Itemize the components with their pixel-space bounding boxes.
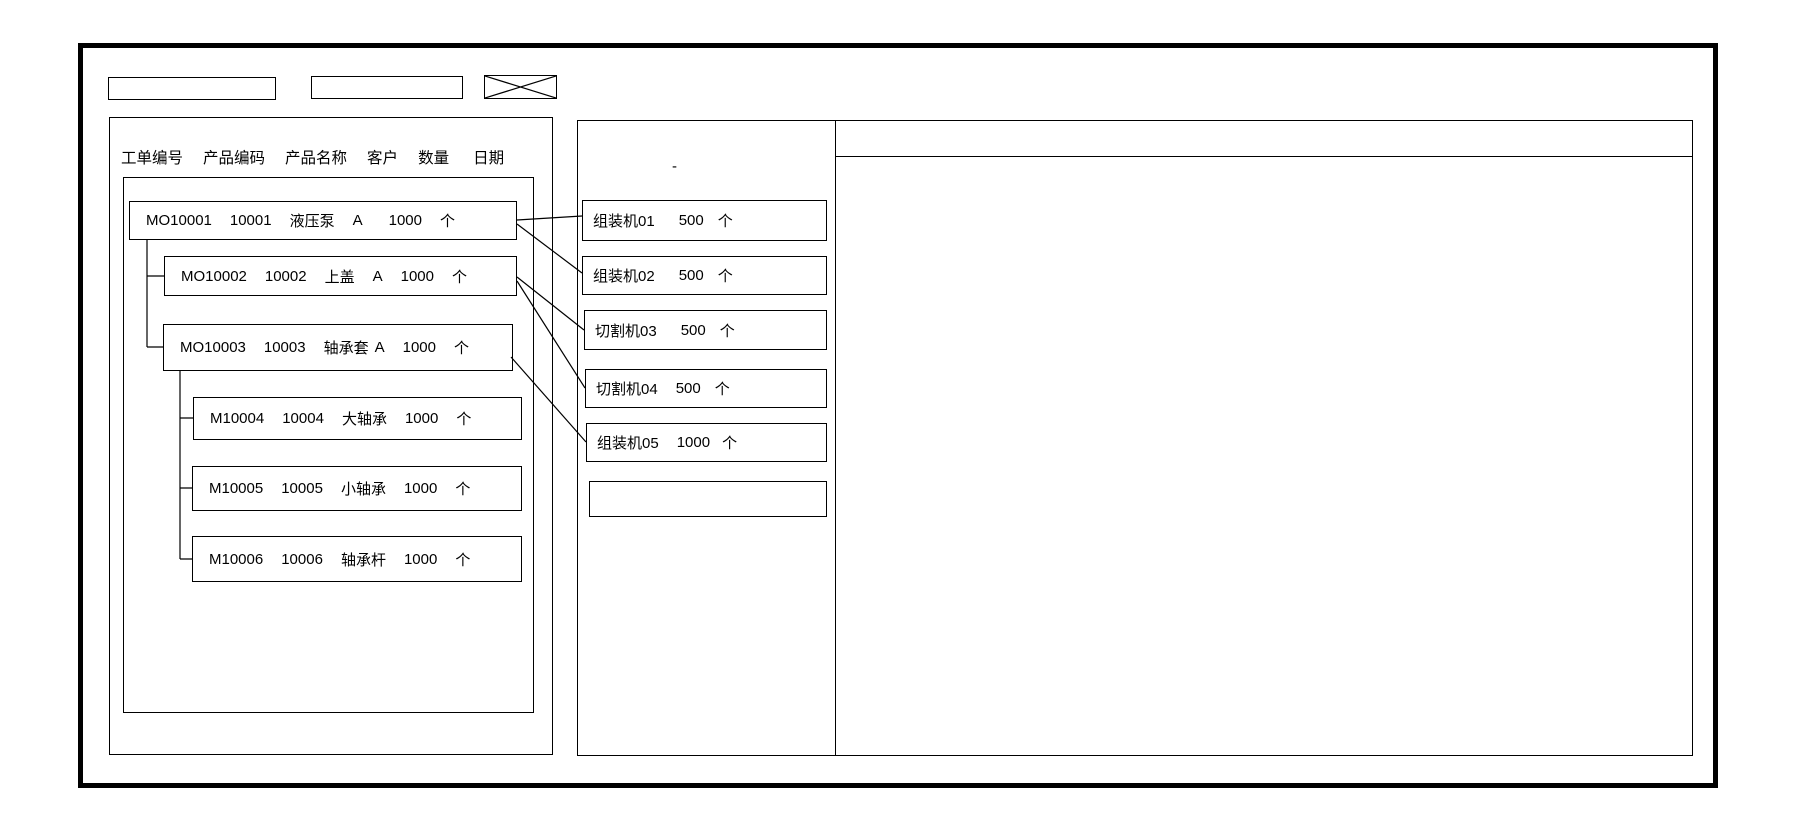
- order-node-m10004[interactable]: M10004 10004 大轴承 1000 个: [193, 397, 522, 440]
- machine-qty: 500: [680, 321, 706, 339]
- qty: 1000: [404, 410, 439, 427]
- machine-qty: 500: [675, 380, 701, 397]
- machine-unit: 个: [719, 322, 735, 340]
- machine-name: 切割机03: [595, 322, 657, 340]
- product-name: 上盖: [324, 268, 355, 286]
- order-node-mo10001[interactable]: MO10001 10001 液压泵 A 1000 个: [129, 201, 517, 240]
- unit: 个: [455, 551, 471, 569]
- product-name: 小轴承: [340, 481, 386, 498]
- col-header-customer: 客户: [367, 150, 399, 167]
- order-node-mo10003[interactable]: MO10003 10003 轴承套 A 1000 个: [163, 324, 513, 371]
- column-header-row: 工单编号 产品编码 产品名称 客户 数量 日期: [121, 146, 504, 168]
- order-node-m10006[interactable]: M10006 10006 轴承杆 1000 个: [192, 536, 522, 582]
- product-code: 10003: [263, 339, 306, 356]
- order-no: MO10002: [181, 267, 247, 285]
- col-header-date: 日期: [473, 150, 505, 167]
- machine-unit: 个: [722, 435, 738, 452]
- product-code: 10002: [264, 267, 307, 285]
- product-code: 10001: [229, 212, 272, 229]
- qty: 1000: [402, 339, 436, 356]
- machine-name: 组装机01: [593, 213, 655, 230]
- order-no: MO10001: [146, 212, 212, 229]
- order-no: M10006: [209, 550, 264, 568]
- machine-name: 组装机05: [597, 435, 659, 452]
- unit: 个: [454, 340, 470, 357]
- qty: 1000: [403, 550, 438, 568]
- machine-unit: 个: [717, 268, 733, 285]
- product-name: 轴承套: [323, 340, 369, 357]
- machine-name: 切割机04: [596, 381, 658, 398]
- toolbar-field-2[interactable]: [311, 76, 463, 99]
- customer: A: [352, 212, 363, 229]
- qty: 1000: [400, 267, 434, 285]
- machine-qty: 500: [678, 267, 704, 284]
- machines-panel-title: -: [672, 158, 677, 175]
- toolbar-field-1[interactable]: [108, 77, 276, 100]
- machine-slot-empty[interactable]: [589, 481, 827, 517]
- machine-unit: 个: [717, 213, 733, 230]
- product-code: 10005: [281, 480, 323, 497]
- order-no: M10004: [210, 410, 265, 427]
- x-icon: [485, 76, 556, 98]
- unit: 个: [440, 213, 456, 230]
- product-code: 10004: [282, 410, 324, 427]
- product-name: 轴承杆: [340, 551, 386, 569]
- machine-slot-zuzhuangji05[interactable]: 组装机05 1000 个: [586, 423, 827, 462]
- col-header-product-code: 产品编码: [203, 150, 266, 167]
- product-name: 液压泵: [289, 213, 335, 230]
- machine-unit: 个: [714, 381, 730, 398]
- machine-slot-qiegeji04[interactable]: 切割机04 500 个: [585, 369, 827, 408]
- customer: A: [372, 267, 383, 285]
- machine-name: 组装机02: [593, 268, 655, 285]
- schedule-panel: [836, 120, 1693, 756]
- product-code: 10006: [281, 550, 323, 568]
- x-placeholder-button[interactable]: [484, 75, 557, 99]
- machine-qty: 500: [678, 212, 704, 229]
- unit: 个: [455, 481, 471, 498]
- machine-slot-qiegeji03[interactable]: 切割机03 500 个: [584, 310, 827, 350]
- machine-qty: 1000: [676, 434, 711, 451]
- schedule-header-divider: [836, 156, 1693, 157]
- order-node-mo10002[interactable]: MO10002 10002 上盖 A 1000 个: [164, 256, 517, 296]
- col-header-order-no: 工单编号: [121, 150, 184, 167]
- machine-slot-zuzhuangji02[interactable]: 组装机02 500 个: [582, 256, 827, 295]
- order-no: MO10003: [180, 339, 246, 356]
- unit: 个: [452, 268, 468, 286]
- qty: 1000: [403, 480, 438, 497]
- col-header-product-name: 产品名称: [285, 150, 348, 167]
- order-node-m10005[interactable]: M10005 10005 小轴承 1000 个: [192, 466, 522, 511]
- unit: 个: [456, 411, 472, 428]
- machine-slot-zuzhuangji01[interactable]: 组装机01 500 个: [582, 200, 827, 241]
- order-no: M10005: [209, 480, 264, 497]
- customer: A: [374, 339, 385, 356]
- qty: 1000: [388, 212, 422, 229]
- product-name: 大轴承: [341, 411, 387, 428]
- col-header-qty: 数量: [418, 150, 450, 167]
